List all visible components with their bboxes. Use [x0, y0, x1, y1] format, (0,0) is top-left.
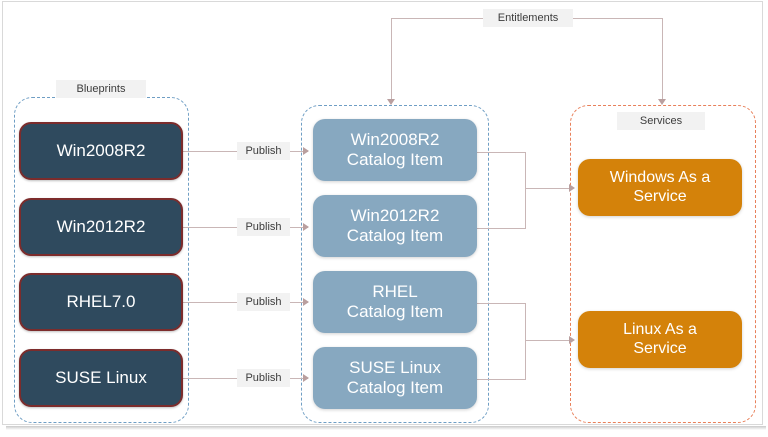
blueprint-node-4[interactable]: SUSE Linux — [19, 349, 183, 407]
catalog-node-2[interactable]: Win2012R2 Catalog Item — [313, 195, 477, 257]
catalog-node-3[interactable]: RHEL Catalog Item — [313, 271, 477, 333]
publish-arrowhead-3 — [303, 298, 309, 306]
catalog-node-2-line1: Win2012R2 — [350, 205, 440, 225]
publish-arrowhead-2 — [303, 223, 309, 231]
service-node-1-line2: Service — [633, 187, 687, 205]
blueprint-node-4-label: SUSE Linux — [55, 367, 147, 387]
entitlements-left-arrowhead — [387, 99, 395, 105]
linux-bracket-top-line — [473, 303, 526, 304]
publish-label-1: Publish — [237, 142, 290, 160]
catalog-node-4-line2: Catalog Item — [346, 378, 444, 397]
linux-bracket-arrowhead — [569, 336, 575, 344]
windows-bracket-arrowhead — [569, 184, 575, 192]
catalog-node-4-line1: SUSE Linux — [349, 357, 441, 377]
publish-label-2: Publish — [237, 218, 290, 236]
catalog-node-2-line2: Catalog Item — [346, 226, 444, 245]
publish-label-4: Publish — [237, 369, 290, 387]
group-services-label: Services — [617, 112, 705, 130]
blueprint-node-3[interactable]: RHEL7.0 — [19, 273, 183, 331]
blueprint-node-2-label: Win2012R2 — [56, 216, 146, 236]
service-node-1[interactable]: Windows As a Service — [578, 159, 742, 216]
catalog-node-4[interactable]: SUSE Linux Catalog Item — [313, 347, 477, 409]
service-node-2-line2: Service — [633, 339, 687, 357]
group-services — [570, 105, 756, 423]
service-node-1-line1: Windows As a — [609, 168, 711, 186]
windows-bracket-top-line — [473, 152, 526, 153]
publish-arrowhead-4 — [303, 374, 309, 382]
image-frame-shadow — [6, 426, 766, 430]
entitlements-right-drop — [662, 18, 663, 100]
group-catalog-items — [301, 105, 489, 423]
linux-bracket-spine — [525, 303, 526, 380]
entitlements-label: Entitlements — [483, 9, 573, 27]
windows-bracket-arrow-line — [525, 188, 572, 189]
blueprint-node-1[interactable]: Win2008R2 — [19, 122, 183, 180]
windows-bracket-spine — [525, 152, 526, 229]
service-node-2[interactable]: Linux As a Service — [578, 311, 742, 368]
group-blueprints-label: Blueprints — [56, 80, 146, 98]
windows-bracket-bottom-line — [473, 228, 526, 229]
entitlements-left-drop — [391, 18, 392, 100]
blueprint-node-1-label: Win2008R2 — [56, 140, 146, 160]
publish-arrowhead-1 — [303, 147, 309, 155]
linux-bracket-bottom-line — [473, 379, 526, 380]
blueprint-node-2[interactable]: Win2012R2 — [19, 198, 183, 256]
catalog-node-3-line1: RHEL — [372, 281, 418, 301]
blueprint-node-3-label: RHEL7.0 — [66, 291, 136, 311]
service-node-2-line1: Linux As a — [623, 320, 697, 338]
catalog-node-1-line1: Win2008R2 — [350, 129, 440, 149]
publish-label-3: Publish — [237, 293, 290, 311]
catalog-node-1[interactable]: Win2008R2 Catalog Item — [313, 119, 477, 181]
linux-bracket-arrow-line — [525, 340, 572, 341]
catalog-node-1-line2: Catalog Item — [346, 150, 444, 169]
entitlements-right-arrowhead — [658, 99, 666, 105]
catalog-node-3-line2: Catalog Item — [346, 302, 444, 321]
